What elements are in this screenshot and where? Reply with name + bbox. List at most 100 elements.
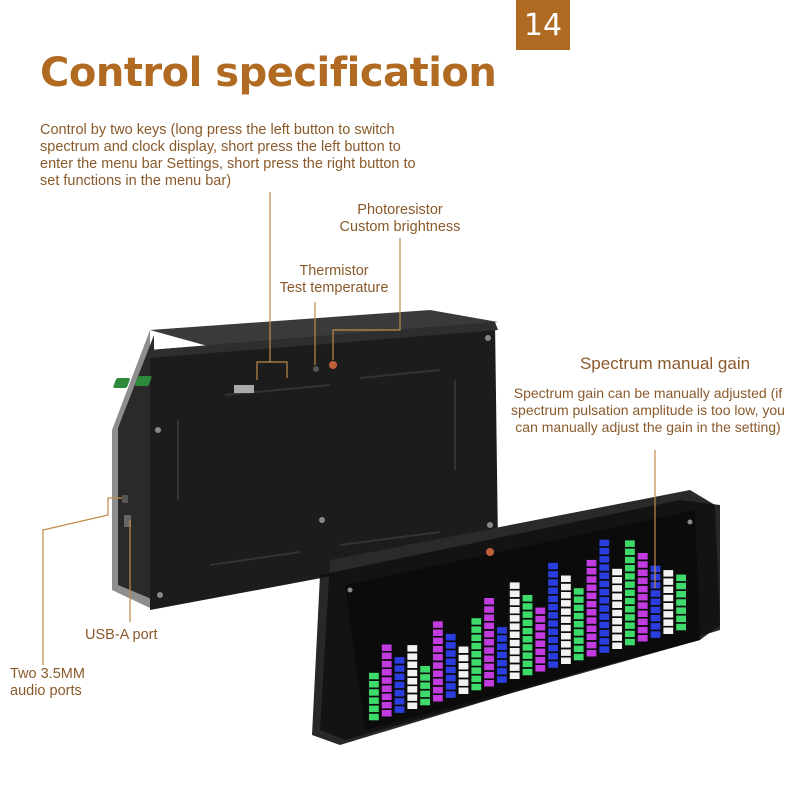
spectrum-column [420,666,430,706]
spectrum-column [369,672,379,721]
led-segment [586,625,597,632]
spectrum-column [445,633,456,698]
led-segment [433,645,443,653]
led-segment [676,591,686,598]
led-segment [433,678,443,686]
led-segment [458,654,469,662]
led-segment [471,634,482,642]
spectrum-column [625,540,635,646]
led-segment [663,603,674,610]
led-segment [561,608,571,615]
led-segment [458,687,469,694]
spectrum-column [663,570,674,634]
led-segment [535,640,546,647]
led-segment [471,626,482,633]
spectrum-column [458,646,469,694]
led-segment [522,627,533,635]
spectrum-column [497,627,507,683]
led-segment [676,599,686,606]
led-segment [381,685,392,692]
led-segment [561,624,571,632]
thermistor-desc: Test temperature [279,280,389,296]
left-key-button [113,378,130,388]
led-segment [599,613,610,620]
led-segment [497,659,507,667]
led-segment [548,653,558,660]
led-segment [663,570,674,577]
led-segment [394,698,405,705]
led-segment [497,643,507,650]
led-segment [433,637,443,645]
led-segment [561,633,571,640]
led-segment [497,635,507,642]
leader-lines [42,192,656,665]
led-segment [420,682,430,689]
led-segment [407,678,418,685]
led-segment [637,577,648,585]
thermistor-title: Thermistor [299,263,369,279]
led-segment [586,576,597,583]
spectrum-column [509,582,520,679]
led-segment [394,681,405,689]
photoresistor-title: Photoresistor [357,202,443,218]
led-segment [573,653,584,661]
led-segment [484,639,494,646]
led-segment [522,603,533,610]
leader-control-keys [256,192,271,380]
led-segment [445,633,456,641]
spectrum-column [471,618,482,691]
led-segment [509,615,520,622]
led-segment [548,571,558,578]
led-segment [650,623,661,630]
led-segment [381,710,392,717]
led-segment [599,556,610,563]
led-segment [420,698,430,706]
led-segment [394,689,405,697]
led-segment [433,686,443,694]
led-segment [612,634,622,641]
led-segment [433,670,443,677]
gain-callout-title: Spectrum manual gain [579,354,751,373]
led-segment [522,660,533,668]
led-segment [561,575,571,582]
led-segment [407,645,418,652]
led-segment [676,615,686,623]
led-segment [433,621,443,628]
led-segment [381,660,392,668]
led-segment [676,574,686,582]
led-segment [637,594,648,601]
led-segment [420,690,430,698]
led-segment [625,540,635,547]
led-segment [471,618,482,625]
led-segment [548,644,558,652]
led-segment [471,659,482,666]
led-segment [369,672,379,680]
led-segment [599,597,610,604]
led-segment [522,644,533,651]
led-segment [561,657,571,664]
spectrum-column [407,645,418,709]
led-segment [445,650,456,657]
led-segment [650,631,661,638]
led-segment [637,553,648,560]
device-rear-view [112,310,498,610]
spectrum-column [676,574,686,631]
led-segment [509,656,520,663]
led-segment [522,595,533,602]
photoresistor-sensor [329,361,337,369]
led-segment [484,606,494,613]
spectrum-column [433,621,443,702]
led-segment [535,624,546,631]
led-segment [548,612,558,619]
led-segment [497,676,507,683]
led-segment [407,694,418,701]
led-segment [586,584,597,591]
spectrum-column [637,553,648,642]
led-segment [497,651,507,659]
led-segment [445,674,456,682]
audio-port [122,495,128,503]
led-segment [407,702,418,709]
led-segment [625,556,635,564]
led-segment [484,655,494,662]
led-segment [561,583,571,591]
